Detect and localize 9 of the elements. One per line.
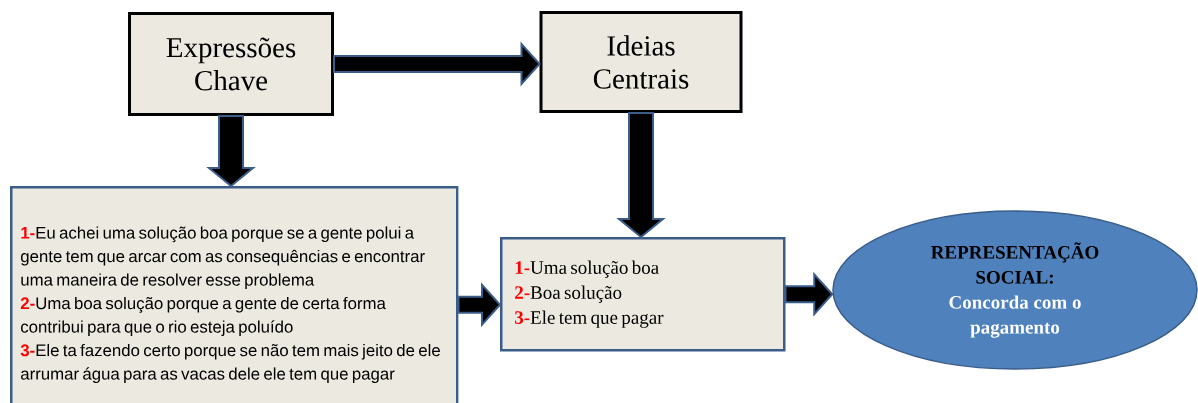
- block-arrow: [333, 41, 541, 87]
- list-box: 1-Uma solução boa 2-Boa solução 3-Ele tem que pagar: [500, 237, 786, 352]
- block-arrow: [784, 271, 834, 317]
- list-box: 1-Eu achei uma solução boa porque se a gente polui a gente tem que arcar com as consequências e encontrar uma maneira de resolver esse problema 2-Uma boa solução porque a gente de certa forma contribui para que o rio esteja poluído 3-Ele ta fazendo certo porque se não tem mais jeito de ele arrumar água para as vacas dele ele tem que pagar: [10, 186, 459, 403]
- block-arrow: [457, 282, 502, 328]
- concept-box: Ideias Centrais: [539, 11, 743, 113]
- concept-box: Expressões Chave: [128, 12, 334, 116]
- block-arrow: [616, 112, 666, 239]
- block-arrow: [206, 115, 256, 188]
